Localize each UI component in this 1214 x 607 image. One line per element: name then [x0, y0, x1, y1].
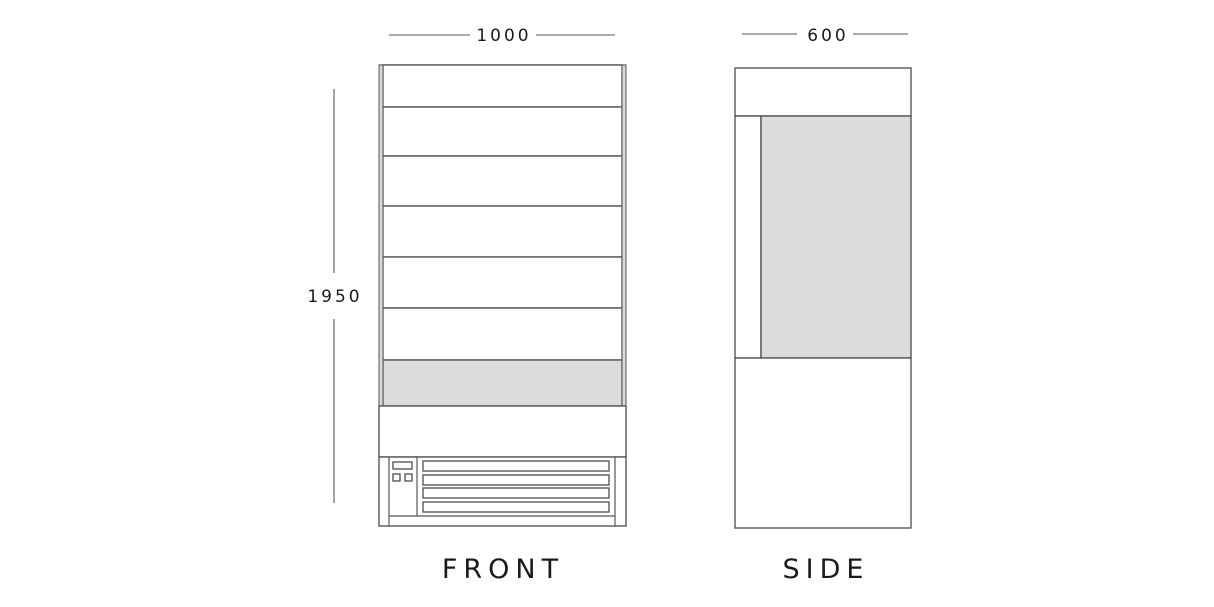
side-canopy — [734, 67, 912, 117]
side-display-cavity — [760, 115, 912, 359]
shelf-compartment-1 — [382, 64, 623, 108]
grille-slat-2 — [422, 474, 610, 486]
bottom-deck-shaded — [382, 359, 623, 407]
right-side-post — [621, 64, 627, 407]
side-view: 600 SIDE — [734, 26, 912, 585]
front-base-unit — [378, 456, 627, 527]
height-dimension-label: 1950 — [307, 287, 362, 307]
side-base — [734, 357, 912, 529]
shelf-compartment-6 — [382, 307, 623, 361]
grille-slat-3 — [422, 487, 610, 499]
shelf-compartment-3 — [382, 155, 623, 207]
control-button-1 — [392, 473, 401, 482]
front-view: 1000 1950 — [307, 26, 627, 585]
side-front-edge — [734, 115, 762, 359]
width-dimension-label: 1000 — [476, 26, 531, 46]
height-dimension: 1950 — [307, 89, 362, 503]
side-view-label: SIDE — [783, 554, 870, 585]
front-view-label: FRONT — [442, 554, 564, 585]
depth-dimension: 600 — [742, 26, 908, 46]
front-panel — [378, 405, 627, 458]
shelf-compartment-5 — [382, 256, 623, 309]
depth-dimension-label: 600 — [807, 26, 848, 46]
ventilation-grille — [422, 460, 610, 513]
width-dimension: 1000 — [389, 26, 615, 46]
control-button-2 — [404, 473, 413, 482]
shelf-compartment-2 — [382, 106, 623, 157]
shelf-compartment-4 — [382, 205, 623, 258]
temperature-display — [392, 461, 413, 470]
grille-slat-1 — [422, 460, 610, 472]
front-display-cabinet — [378, 64, 627, 407]
grille-slat-4 — [422, 501, 610, 513]
left-side-post — [378, 64, 384, 407]
control-panel — [392, 461, 413, 482]
